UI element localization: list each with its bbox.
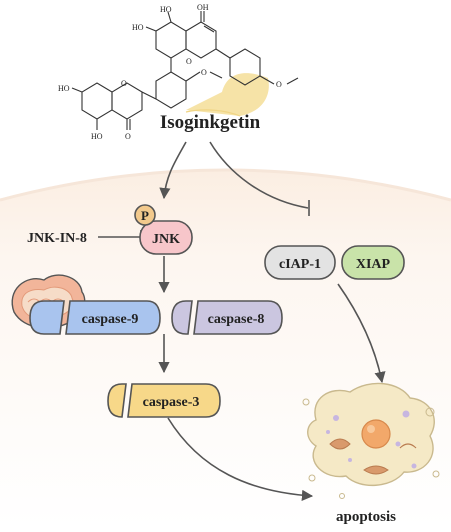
atom-o-carbonyl-bottom: O	[125, 132, 131, 141]
caspase-3-label: caspase-3	[143, 395, 200, 410]
phospho-label: P	[141, 208, 149, 223]
ciap-1-node: cIAP-1	[264, 245, 336, 280]
atom-oh-bottom: HO	[91, 132, 103, 141]
arrow-isoginkgetin-to-jnk	[159, 141, 187, 200]
atom-oh-left-mid: HO	[132, 23, 144, 32]
atom-oh-top-right: OH	[197, 3, 209, 12]
atom-o-methoxy-a: O	[201, 68, 207, 77]
apoptotic-cell-icon	[302, 382, 440, 499]
inhibitor-label: JNK-IN-8	[27, 231, 87, 246]
caspase-8-label: caspase-8	[208, 312, 265, 327]
caspase-8-node: caspase-8	[171, 300, 283, 335]
atom-o-methoxy-b: O	[276, 80, 282, 89]
atom-labels: HO OH HO O O O O HO O HO O	[58, 3, 282, 141]
jnk-label: JNK	[152, 232, 180, 247]
arrow-iap-to-apoptosis	[337, 283, 386, 384]
atom-oh-top-left: HO	[160, 5, 172, 14]
caspase-9-node: caspase-9	[29, 300, 161, 335]
inhibition-isoginkgetin-to-ciap1	[209, 141, 309, 209]
arrow-caspase-3-to-apoptosis	[167, 417, 314, 501]
caspase-3-node: caspase-3	[107, 383, 221, 418]
apoptosis-label: apoptosis	[336, 509, 396, 525]
caspase-9-label: caspase-9	[82, 312, 139, 327]
ciap-1-label: cIAP-1	[279, 257, 321, 272]
isoginkgetin-structure	[71, 11, 299, 130]
pathway-arrows	[98, 141, 386, 501]
xiap-node: XIAP	[341, 245, 405, 280]
phospho-badge: P	[134, 204, 156, 226]
xiap-label: XIAP	[356, 257, 391, 272]
jnk-node: JNK	[139, 220, 193, 255]
molecule-name: Isoginkgetin	[160, 112, 261, 133]
atom-o-ring-top: O	[186, 57, 192, 66]
atom-o-ring-bottom: O	[121, 79, 127, 88]
ginkgo-leaf-icon	[185, 73, 269, 117]
membrane-edge	[0, 168, 451, 202]
atom-oh-left-lower: HO	[58, 84, 70, 93]
